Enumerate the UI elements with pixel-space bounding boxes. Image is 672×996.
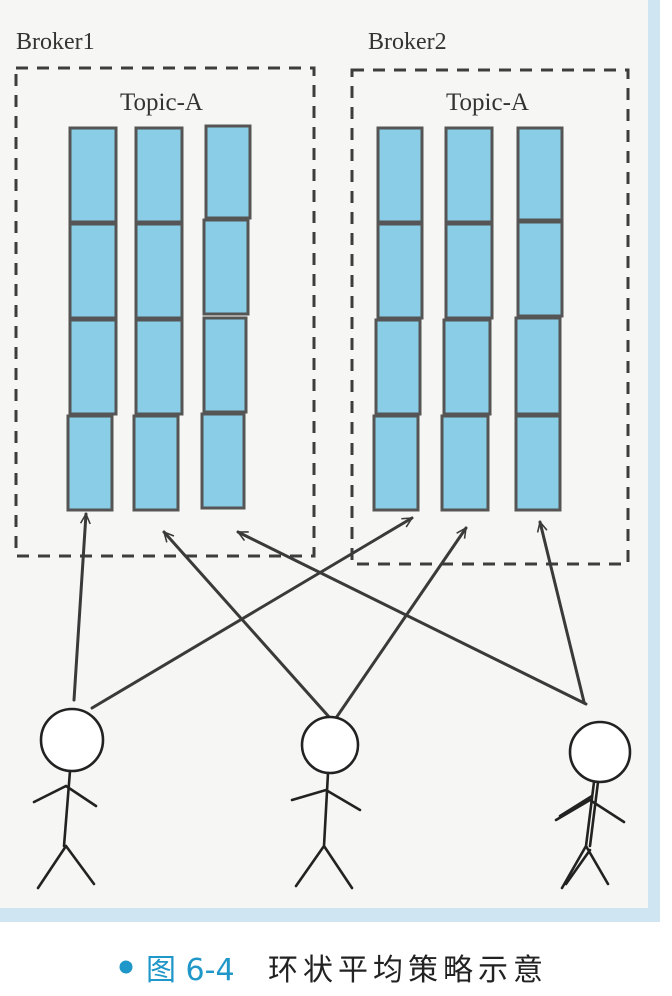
broker2-partitions	[372, 126, 564, 512]
partition-cell	[202, 218, 250, 316]
broker1-group: Broker1 Topic-A	[14, 29, 316, 558]
caption-figure-label: 图 6-4	[146, 953, 235, 988]
partition-cell	[134, 318, 184, 416]
arrow	[72, 514, 86, 702]
consumer-2-figure	[290, 715, 362, 890]
partition-cell	[442, 318, 492, 416]
partition-cell	[68, 318, 118, 416]
broker1-label: Broker1	[16, 29, 95, 55]
consumer-body-sketch	[558, 780, 600, 886]
arrow	[90, 516, 414, 710]
broker1-topic-label: Topic-A	[120, 89, 203, 116]
consumer-1-figure	[32, 707, 105, 890]
partition-cell	[444, 126, 494, 224]
partition-cell	[514, 316, 562, 416]
broker2-group: Broker2 Topic-A	[350, 29, 630, 566]
broker2-box	[350, 68, 630, 566]
assignment-arrows	[72, 514, 588, 720]
partition-cell	[440, 414, 490, 512]
partition-cell	[376, 126, 424, 224]
partition-cell	[516, 220, 564, 318]
arrow	[238, 530, 588, 706]
partition-cell	[202, 316, 248, 414]
consumer-head	[39, 707, 105, 773]
consumer-3-figure	[554, 720, 632, 890]
partition-cell	[204, 124, 252, 220]
broker2-label: Broker2	[368, 29, 447, 55]
partition-cell	[200, 412, 246, 510]
partition-cell	[514, 414, 562, 512]
figure-caption: 图 6-4 环状平均策略示意	[119, 953, 548, 988]
partition-cell	[68, 222, 118, 320]
consumer-head	[300, 715, 360, 775]
partition-cell	[444, 222, 494, 320]
broker2-topic-label: Topic-A	[446, 89, 529, 116]
broker1-partitions	[66, 124, 252, 512]
consumer-body	[32, 769, 98, 890]
partition-cell	[66, 414, 114, 512]
broker1-box	[14, 66, 316, 558]
partition-cell	[132, 414, 180, 512]
partition-cell	[374, 318, 422, 416]
partition-cell	[376, 222, 424, 320]
partition-cell	[516, 126, 564, 222]
arrow	[334, 526, 468, 720]
partition-cell	[372, 414, 420, 512]
consumer-body	[290, 771, 362, 890]
caption-bullet	[119, 960, 133, 974]
partition-cell	[134, 126, 184, 224]
partition-cell	[68, 126, 118, 224]
partition-cell	[134, 222, 184, 320]
consumer-body	[554, 780, 626, 890]
arrow	[540, 522, 586, 704]
arrow	[162, 530, 332, 720]
consumer-head	[568, 720, 632, 784]
caption-title: 环状平均策略示意	[268, 953, 548, 988]
